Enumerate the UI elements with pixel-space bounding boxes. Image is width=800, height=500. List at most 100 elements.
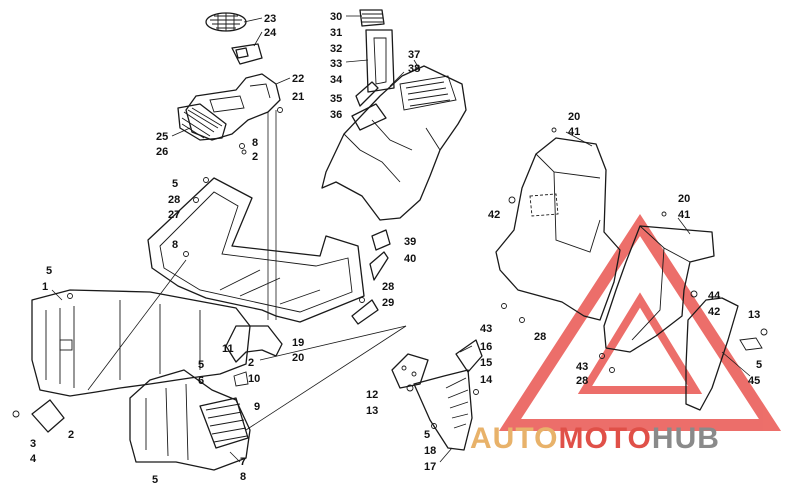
trim-45 (685, 297, 739, 411)
ldr-24 (253, 31, 263, 47)
console-grip-hatch (181, 107, 223, 139)
part-label: 2 (252, 151, 258, 163)
ldr-16 (459, 345, 473, 353)
ldr-41b (677, 217, 691, 235)
storage-box-outline (495, 137, 621, 321)
floor-tray-inner (159, 191, 353, 313)
fastener-5-top (203, 177, 209, 183)
cup-holder (231, 43, 263, 65)
part-label: 44 (708, 290, 721, 302)
part-label: 41 (678, 209, 690, 221)
part-label: 39 (404, 236, 416, 248)
part-label: 22 (292, 73, 304, 85)
ldr-22 (275, 77, 291, 85)
part-labels: 23 24 22 21 25 26 8 2 30 31 32 33 34 35 … (30, 11, 762, 486)
watermark-logo (498, 213, 782, 431)
center-brace-clip (233, 371, 249, 387)
fastener-13-plate (406, 384, 414, 392)
part-label: 5 (756, 359, 762, 371)
part-label: 43 (480, 323, 492, 335)
plate-hole-2 (411, 371, 417, 377)
screw-21 (277, 107, 283, 113)
part-label: 10 (248, 373, 260, 385)
shift-gate-plate (365, 29, 395, 93)
part-label: 25 (156, 131, 168, 143)
watermark-auto: AUTO (470, 422, 558, 455)
ldr-7 (229, 451, 241, 463)
console-grip (177, 103, 227, 141)
rear-panel-outline (31, 289, 251, 397)
clip-plate-3 (31, 399, 65, 433)
fastener-43a (501, 303, 507, 309)
part-label: 33 (330, 58, 342, 70)
fender-16 (455, 339, 483, 373)
console-assembly (177, 12, 283, 320)
fastener-28c (519, 317, 525, 323)
ldr-37 (413, 59, 421, 71)
fastener-8-tray (183, 251, 189, 257)
mud-flap-texture (445, 377, 469, 429)
guide-panel-12 (245, 325, 407, 431)
left-lower-panel (12, 369, 251, 471)
fastener-20b (661, 211, 667, 217)
part-label: 37 (408, 49, 420, 61)
part-label: 15 (480, 357, 492, 369)
console-body (185, 73, 281, 141)
rear-trim (685, 297, 768, 411)
watermark-triangle-inner (577, 292, 703, 394)
part-label: 3 (30, 438, 36, 450)
part-label: 28 (576, 375, 588, 387)
floor-tray-rib (219, 269, 321, 305)
watermark-moto: MOTO (558, 422, 651, 455)
part-label: 11 (222, 343, 234, 355)
mud-flap (413, 369, 473, 451)
fastener-43b (599, 353, 605, 359)
bracket-29 (351, 299, 379, 325)
part-label: 8 (240, 471, 246, 483)
part-label: 5 (424, 429, 430, 441)
fastener-5-fender (431, 423, 437, 429)
part-label: 29 (382, 297, 394, 309)
part-label: 4 (30, 453, 37, 465)
part-label: 8 (252, 137, 258, 149)
bracket-39-40 (369, 229, 391, 281)
side-panel-outline (603, 225, 715, 353)
fastener-20a (551, 127, 557, 133)
ldr-23 (243, 17, 263, 23)
storage-box-lid (535, 153, 601, 253)
part-label: 32 (330, 43, 342, 55)
part-label: 34 (330, 74, 343, 86)
part-label: 27 (168, 209, 180, 221)
part-label: 28 (534, 331, 546, 343)
rear-panel-slot (59, 339, 73, 351)
shift-boot-ribs (362, 13, 383, 23)
plate-hole-1 (401, 365, 407, 371)
trim-bracket (739, 337, 763, 351)
part-label: 36 (330, 109, 342, 121)
screw-8a (239, 143, 245, 149)
fastener-28-b (359, 297, 365, 303)
mount-plate-12 (391, 353, 429, 389)
part-label: 28 (382, 281, 394, 293)
part-label: 17 (424, 461, 436, 473)
watermark-hub: HUB (652, 422, 720, 455)
dash-housing-ridges (343, 119, 441, 183)
fastener-14 (473, 389, 479, 395)
screw-2a (241, 149, 247, 155)
part-label: 21 (292, 91, 304, 103)
dash-housing (321, 65, 467, 221)
bracket-39 (371, 229, 391, 251)
fastener-42a (508, 196, 516, 204)
ldr-1 (51, 289, 63, 301)
part-label: 28 (168, 194, 180, 206)
shift-gate-slot (373, 37, 387, 85)
lower-panel-outline (129, 369, 251, 471)
part-label: 7 (240, 456, 246, 468)
shifter-assembly (321, 9, 467, 221)
part-label: 5 (172, 178, 178, 190)
fastener-28d (609, 367, 615, 373)
part-label: 26 (156, 146, 168, 158)
part-label: 5 (198, 359, 204, 371)
